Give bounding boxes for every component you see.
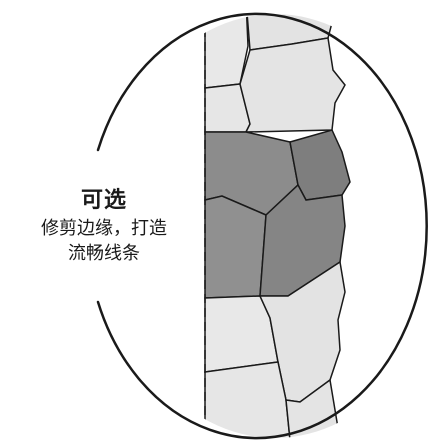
caption-title: 可选 [80,188,127,213]
caption-line-1: 修剪边缘，打造 [41,218,167,239]
caption-line-2: 流畅线条 [68,243,140,264]
stone-light-lower-right [258,260,346,403]
stone-light-mid-right [239,37,346,133]
callout-caption: 可选 修剪边缘，打造 流畅线条 [0,186,208,266]
stone-light-bottom-left [204,361,291,438]
magnifier-outline [96,12,428,440]
stone-dark-lower-left [204,195,267,299]
stone-light-top-left [204,14,249,89]
